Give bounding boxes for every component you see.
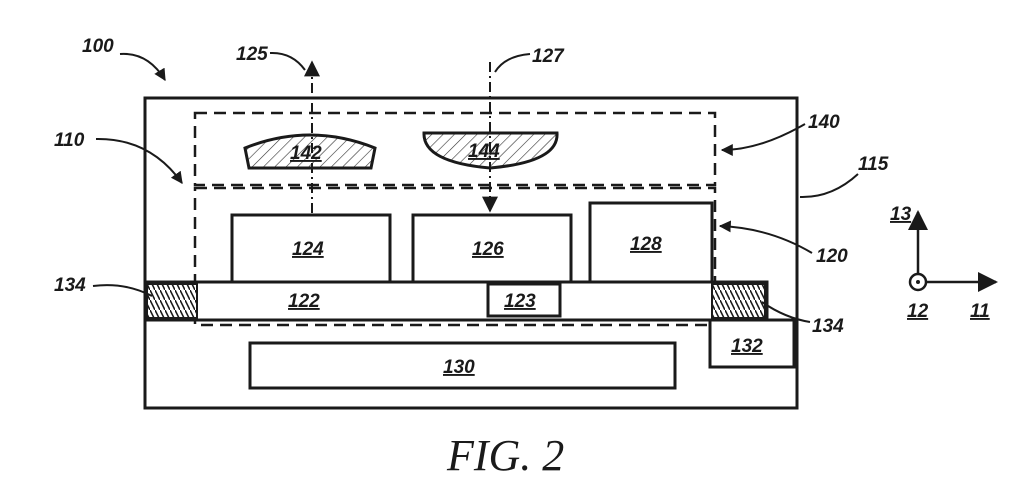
leader-134-left: [92, 284, 153, 297]
optics-region-140: [193, 111, 717, 187]
leader-134-right: [761, 301, 811, 323]
leader-140: [720, 123, 806, 156]
leader-110: [95, 137, 183, 184]
label-134-left: 134: [54, 275, 86, 296]
component-123: [486, 282, 562, 318]
leader-127: [494, 53, 531, 73]
label-126: 126: [472, 239, 504, 260]
label-axis-13: 13: [890, 204, 912, 225]
label-124: 124: [292, 239, 324, 260]
leader-120: [718, 220, 813, 254]
label-132: 132: [731, 336, 763, 357]
label-127: 127: [532, 46, 565, 67]
leader-125: [269, 51, 306, 71]
module-region-120: [193, 186, 717, 327]
label-130: 130: [443, 357, 475, 378]
label-122: 122: [288, 291, 320, 312]
label-100: 100: [82, 36, 114, 57]
figure-caption: FIG. 2: [446, 431, 564, 480]
label-125: 125: [236, 44, 268, 65]
label-120: 120: [816, 246, 848, 267]
label-134-right: 134: [812, 316, 844, 337]
component-128: [588, 201, 714, 284]
label-144: 144: [468, 141, 500, 162]
substrate-122: [143, 280, 769, 322]
label-110: 110: [54, 130, 85, 151]
label-axis-12: 12: [907, 301, 929, 322]
component-124: [230, 213, 392, 284]
leader-115: [799, 173, 859, 199]
label-123: 123: [504, 291, 536, 312]
component-126: [411, 213, 573, 284]
component-130: [248, 341, 677, 390]
label-axis-11: 11: [970, 301, 990, 322]
axis-origin-dot: [916, 280, 920, 284]
leader-100: [119, 52, 166, 82]
lens-142: [243, 133, 377, 170]
label-142: 142: [290, 143, 322, 164]
label-128: 128: [630, 234, 662, 255]
label-140: 140: [808, 112, 840, 133]
spring-134-right: [711, 283, 766, 319]
label-115: 115: [858, 154, 889, 175]
spring-134-left: [146, 283, 198, 319]
component-132: [708, 318, 796, 369]
